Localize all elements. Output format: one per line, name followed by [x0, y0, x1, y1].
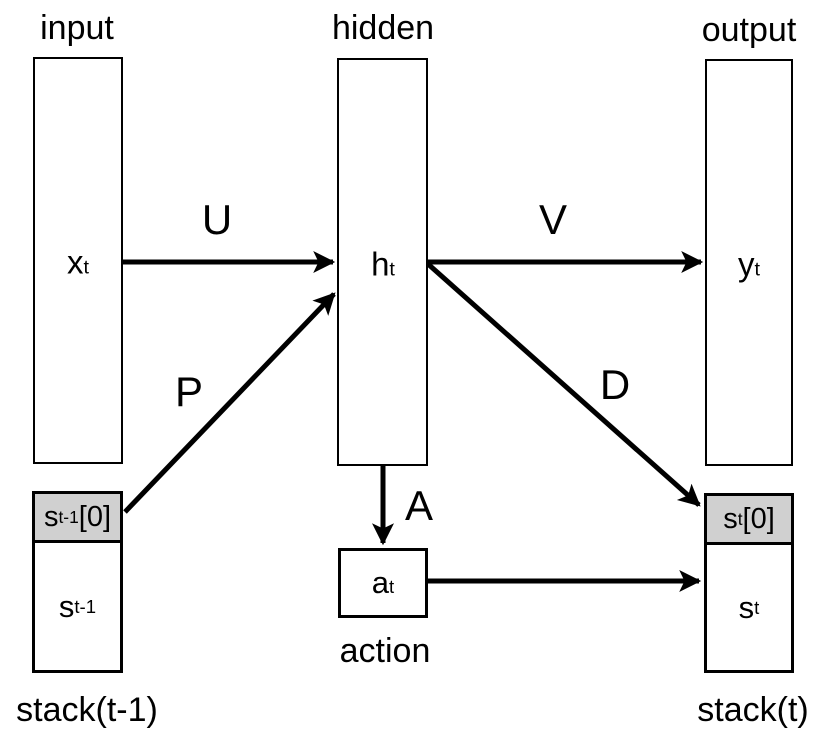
input-node-label: xt — [67, 243, 89, 281]
hidden-layer-box — [337, 58, 428, 466]
column-title-input: input — [40, 9, 114, 47]
action-node-box: at — [338, 548, 428, 618]
stack-t-caption: stack(t) — [697, 691, 809, 729]
column-title-output: output — [701, 11, 797, 49]
edge-label-V: V — [538, 196, 568, 243]
input-layer-box — [33, 57, 123, 464]
edge-D-arrow — [426, 262, 701, 507]
action-node-label: at — [371, 565, 395, 600]
edge-label-D: D — [599, 361, 631, 408]
output-layer-box — [705, 59, 793, 466]
stack-t-minus-1-caption: stack(t-1) — [16, 691, 158, 729]
edge-label-P: P — [174, 368, 204, 415]
hidden-node-label: ht — [371, 245, 395, 283]
column-title-hidden: hidden — [331, 9, 435, 47]
edge-label-U: U — [201, 196, 233, 243]
edge-label-A: A — [404, 482, 434, 529]
edge-P-arrow — [123, 292, 336, 514]
output-node-label: yt — [738, 245, 760, 283]
action-caption: action — [339, 632, 431, 670]
